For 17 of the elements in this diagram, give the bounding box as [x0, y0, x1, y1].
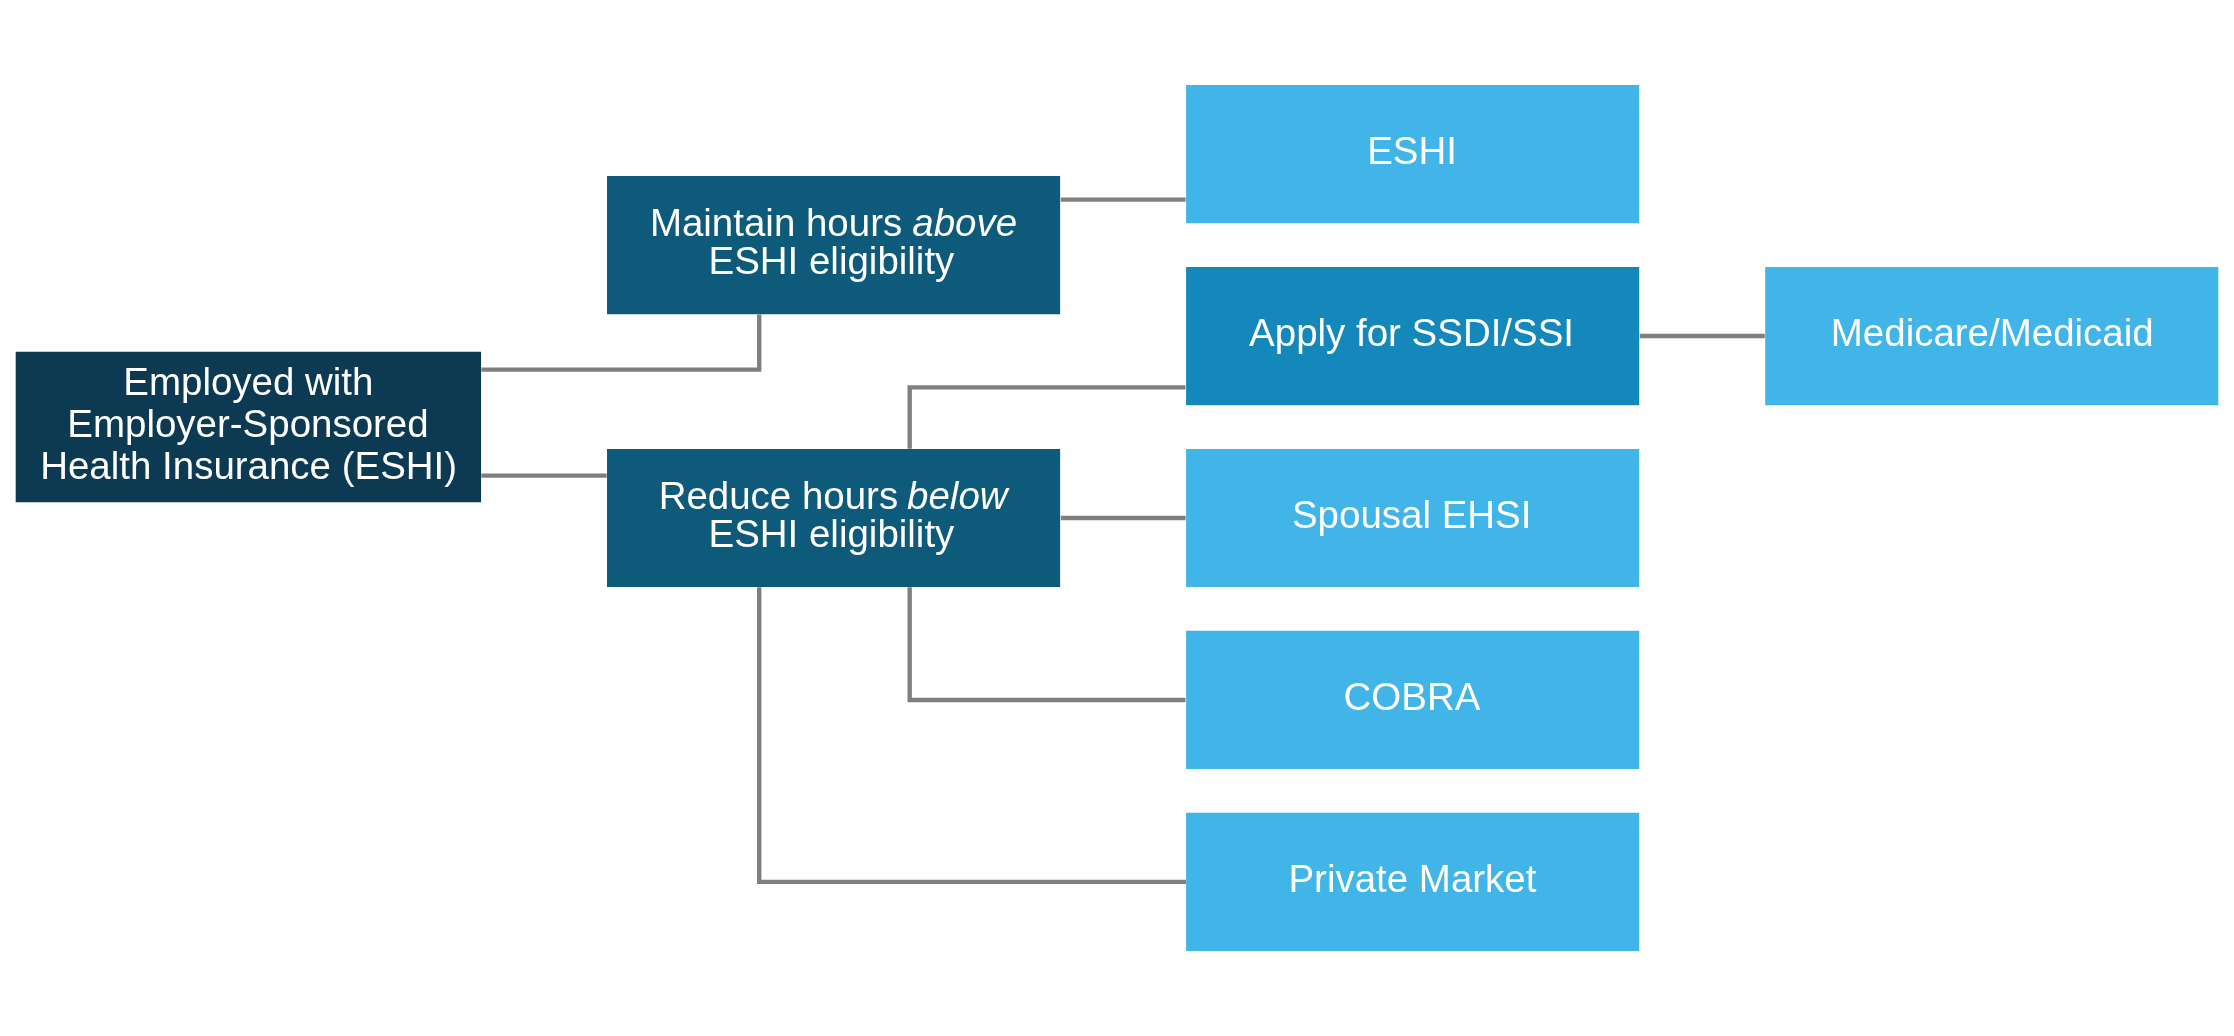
node-box: COBRA	[1186, 630, 1640, 770]
connector	[481, 314, 762, 372]
connector	[1639, 333, 1765, 339]
node-box: Employed with Employer-Sponsored Health Insurance (ESHI)	[15, 351, 482, 503]
node-box: Reduce hours below ESHI eligibility	[607, 448, 1061, 588]
node-box: Medicare/Medicaid	[1765, 266, 2219, 406]
connector	[1060, 515, 1186, 521]
connector	[481, 473, 607, 478]
node-box: Spousal EHSI	[1186, 448, 1640, 588]
node-box: ESHI	[1186, 85, 1640, 224]
connector	[757, 587, 1186, 885]
connector	[907, 385, 1186, 449]
node-box: Maintain hours above ESHI eligibility	[607, 175, 1061, 315]
connector	[1060, 197, 1186, 202]
node-box: Private Market	[1186, 812, 1640, 951]
node-box: Apply for SSDI/SSI	[1186, 266, 1640, 406]
connector	[907, 587, 1186, 703]
